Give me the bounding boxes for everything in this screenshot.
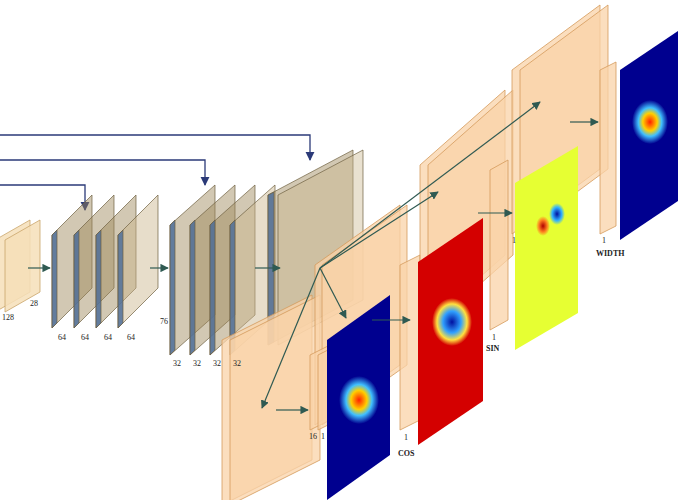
dimension-label: 76: [160, 318, 168, 326]
dimension-label: 32: [233, 360, 241, 368]
layer-face: [96, 230, 101, 328]
dimension-label: 1: [512, 237, 516, 245]
flow-arrow: [372, 319, 410, 320]
heatmap-blob: [339, 376, 379, 424]
layer-face: [118, 230, 123, 328]
skip-connection: [0, 160, 205, 185]
flow-arrow: [150, 267, 168, 268]
heatmap-blob: [632, 100, 668, 144]
flow-arrow: [478, 212, 512, 213]
layer-sheet: [230, 295, 320, 500]
output-label: COS: [398, 450, 414, 458]
dimension-label: 64: [127, 334, 135, 342]
dimension-label: 128: [2, 314, 14, 322]
flow-arrow: [28, 267, 50, 268]
dimension-label: 28: [30, 300, 38, 308]
skip-connection: [0, 135, 310, 160]
dimension-label: 1: [602, 237, 606, 245]
dimension-label: 1: [404, 434, 408, 442]
dimension-label: 32: [213, 360, 221, 368]
dimension-label: 16: [309, 433, 317, 441]
position-map: [327, 295, 390, 500]
cos-map: [418, 218, 483, 445]
layer-sheet: [5, 220, 40, 312]
dimension-label: 1: [492, 334, 496, 342]
width-map: [620, 31, 678, 240]
layer-face: [52, 230, 57, 328]
flow-arrow: [320, 268, 346, 318]
heatmap-blob: [432, 298, 472, 346]
layer-sheet: [490, 160, 508, 330]
layer-face: [74, 230, 79, 328]
output-label: WIDTH: [596, 250, 624, 258]
flow-arrow: [262, 268, 320, 408]
flow-arrow: [320, 192, 438, 268]
output-label: SIN: [486, 345, 499, 353]
layer-sheet: [118, 195, 158, 328]
skip-connection: [0, 185, 85, 210]
heatmap-blob: [536, 216, 550, 236]
dimension-label: 1: [321, 433, 325, 441]
flow-arrow: [570, 121, 598, 122]
flow-arrow: [320, 102, 540, 268]
dimension-label: 64: [58, 334, 66, 342]
dimension-label: 64: [104, 334, 112, 342]
layer-face: [190, 220, 195, 355]
sin-map: [515, 146, 578, 350]
layer-face: [210, 220, 215, 355]
dimension-label: 32: [173, 360, 181, 368]
layer-sheet: [400, 255, 420, 430]
layer-sheet: [600, 62, 616, 234]
flow-arrow: [255, 267, 280, 268]
layer-face: [170, 220, 175, 355]
heatmap-blob: [549, 203, 565, 225]
dimension-label: 64: [81, 334, 89, 342]
flow-arrow: [276, 409, 308, 410]
dimension-label: 32: [193, 360, 201, 368]
